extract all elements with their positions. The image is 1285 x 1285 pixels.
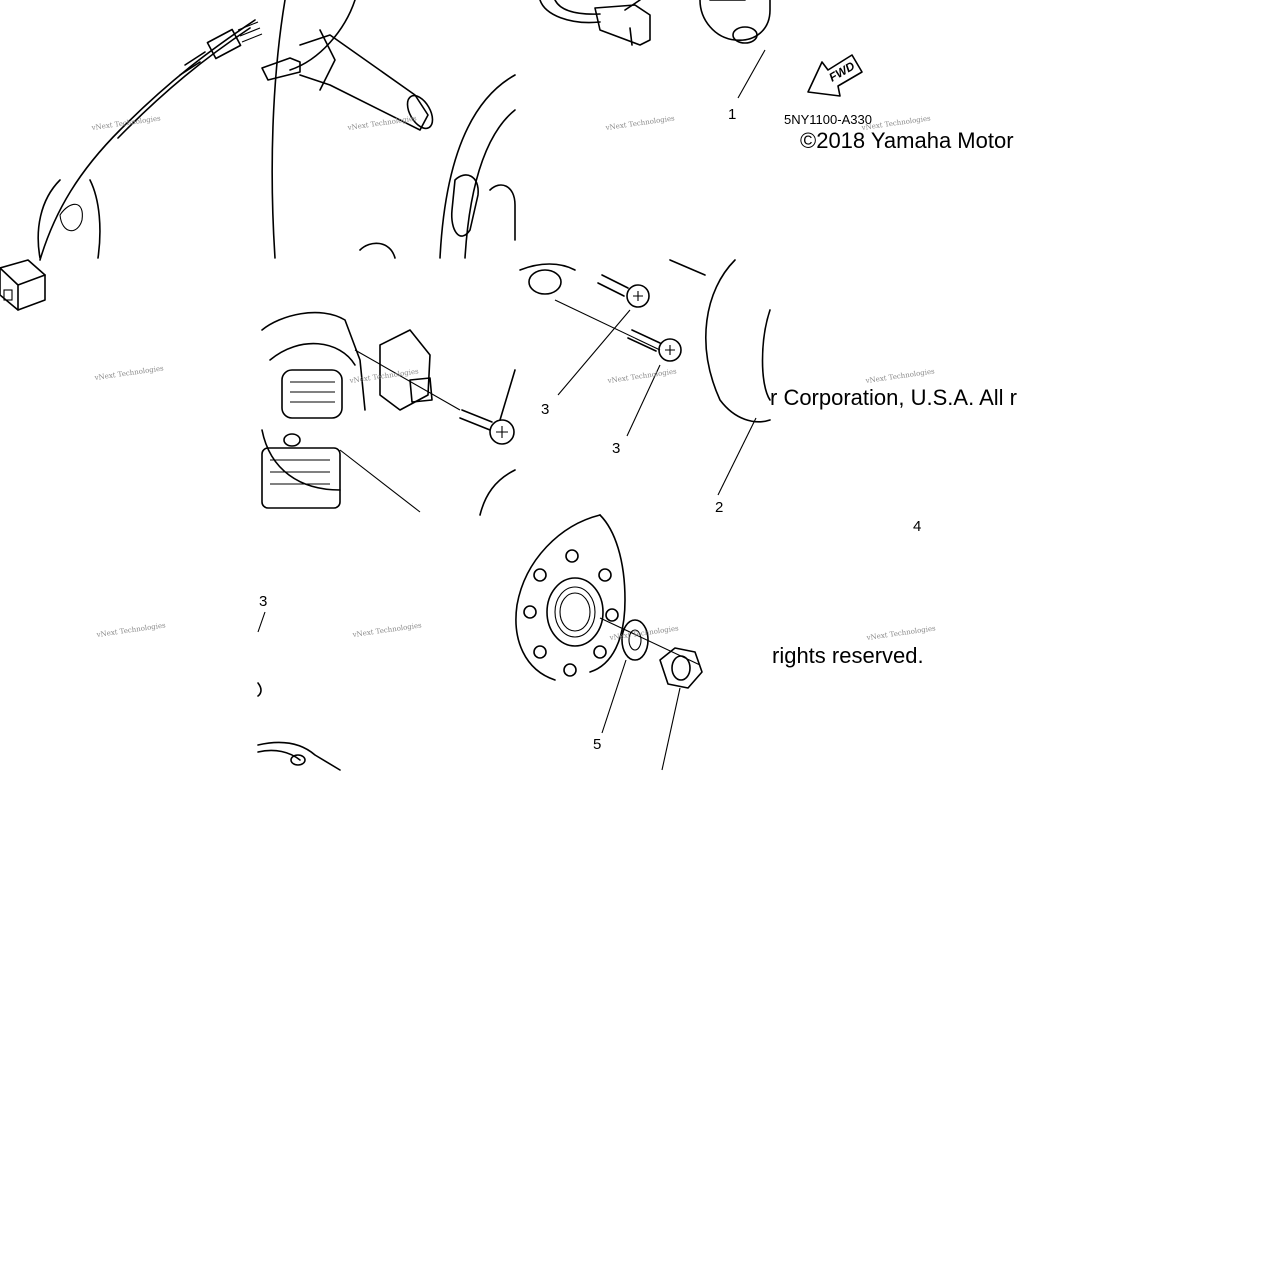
callout-5: 5 — [593, 736, 601, 753]
watermark: vNext Technologies — [95, 621, 166, 639]
callout-1: 1 — [728, 106, 736, 123]
watermark: vNext Technologies — [604, 114, 675, 132]
part-code: 5NY1100-A330 — [784, 112, 872, 127]
watermark: vNext Technologies — [351, 621, 422, 639]
partial-drawing — [257, 611, 341, 771]
copyright-line-2: r Corporation, U.S.A. All r — [770, 385, 1017, 410]
forward-arrow-icon: FWD — [807, 54, 863, 97]
watermark: vNext Technologies — [348, 367, 419, 385]
callout-3: 3 — [612, 440, 620, 457]
callout-4: 4 — [913, 518, 921, 535]
watermark: vNext Technologies — [606, 367, 677, 385]
callout-2: 2 — [715, 499, 723, 516]
screws-drawing — [519, 259, 771, 496]
callout-3: 3 — [541, 401, 549, 418]
watermark: vNext Technologies — [865, 624, 936, 642]
copyright-line-3: rights reserved. — [772, 643, 924, 668]
wire-harness-drawing — [0, 19, 263, 311]
pickup-assembly-drawing — [261, 311, 516, 516]
fwd-label: FWD — [827, 59, 858, 85]
watermark: vNext Technologies — [864, 367, 935, 385]
callout-3: 3 — [259, 593, 267, 610]
crankshaft-drawing — [261, 0, 516, 259]
watermark: vNext Technologies — [93, 364, 164, 382]
rotor-hub-drawing — [515, 514, 703, 771]
watermark: vNext Technologies — [346, 114, 417, 132]
copyright-line-1: ©2018 Yamaha Motor — [800, 128, 1014, 153]
pickup-coil-drawing — [539, 0, 771, 99]
